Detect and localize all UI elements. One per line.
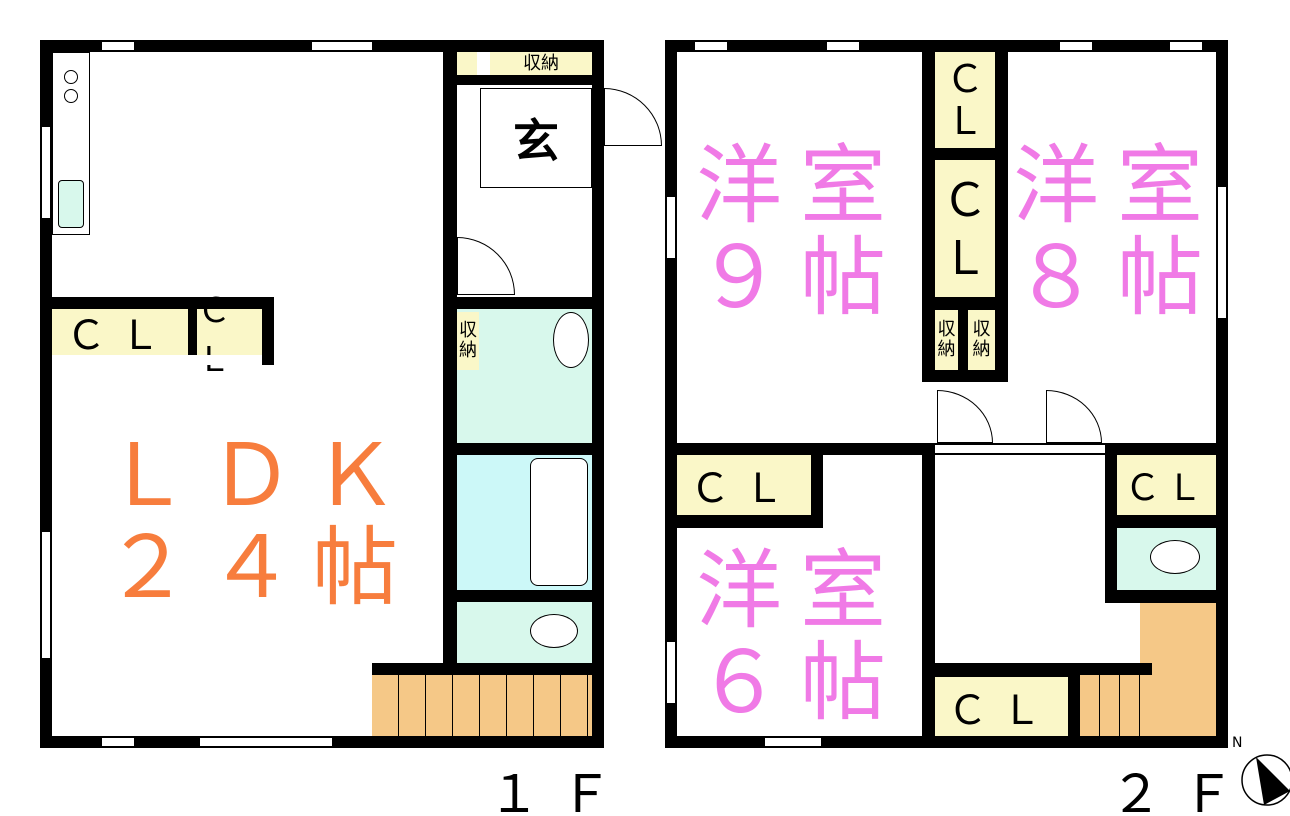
floor-label-1f: １Ｆ — [488, 765, 633, 816]
sliding-window — [198, 736, 334, 748]
room9-size: ９帖 — [696, 228, 904, 328]
entrance-door-swing[interactable] — [604, 88, 662, 146]
room8-size: ８帖 — [1013, 228, 1221, 328]
wall — [1068, 663, 1152, 675]
closet-1f-2: ＣＬ — [197, 291, 262, 380]
storage-wash: 収納 — [457, 312, 479, 370]
room9-label: 洋室 — [696, 136, 904, 236]
wall — [372, 663, 604, 675]
wall — [443, 443, 604, 455]
compass-label: N — [1232, 735, 1243, 751]
ldk-label: ＬＤＫ — [104, 426, 416, 526]
closet-2f-room6: ＣＬ — [677, 455, 811, 515]
window — [1216, 185, 1228, 320]
kitchen-window — [40, 125, 52, 220]
compass-icon — [1241, 754, 1290, 806]
cl-char: Ｌ — [942, 230, 988, 285]
storage-small — [457, 52, 477, 75]
closet-doors[interactable] — [52, 355, 262, 365]
cl-char: Ｌ — [945, 99, 984, 143]
room8-label: 洋室 — [1013, 136, 1221, 236]
entrance-genkan: 玄 — [480, 88, 592, 188]
window — [665, 195, 677, 260]
room6-label: 洋室 — [696, 541, 904, 641]
storage-2f-2: 収納 — [968, 310, 995, 370]
window — [100, 736, 136, 748]
window — [693, 40, 729, 52]
stove-burner-icon — [64, 70, 78, 84]
storage-top: 収納 — [490, 52, 592, 75]
window — [1168, 40, 1204, 52]
stairs-1f[interactable] — [372, 675, 592, 736]
window — [665, 640, 677, 705]
window — [825, 40, 861, 52]
wall — [443, 297, 604, 309]
room6-size: ６帖 — [696, 633, 904, 733]
wash-basin-icon — [553, 312, 589, 368]
closet-1f-1: ＣＬ — [52, 309, 188, 359]
cl-char: Ｃ — [945, 57, 984, 101]
window — [1058, 40, 1094, 52]
window — [763, 736, 823, 748]
storage-2f-1: 収納 — [935, 310, 958, 370]
wall — [443, 590, 604, 602]
wall — [443, 75, 604, 85]
entrance-door[interactable] — [592, 88, 604, 188]
toilet-icon — [1150, 540, 1200, 574]
1f-partition-wall — [443, 52, 457, 665]
toilet-icon — [530, 614, 578, 648]
wall — [922, 455, 935, 748]
closet-2f-hall: ＣＬ — [1117, 455, 1216, 515]
window — [100, 40, 136, 52]
window — [40, 530, 52, 660]
stairs-2f-lower[interactable] — [1080, 675, 1140, 736]
stove-burner-icon — [64, 89, 78, 103]
floor-label-2f: ２Ｆ — [1110, 765, 1255, 816]
cl-char: Ｃ — [942, 172, 988, 227]
stairs-2f[interactable] — [1140, 603, 1216, 736]
closet-2f-bottom: ＣＬ — [935, 677, 1068, 736]
window — [310, 40, 374, 52]
sink-icon — [58, 180, 84, 228]
bathtub-icon — [530, 458, 588, 586]
hall-opening — [935, 443, 1105, 455]
ldk-size: ２４帖 — [104, 518, 416, 618]
